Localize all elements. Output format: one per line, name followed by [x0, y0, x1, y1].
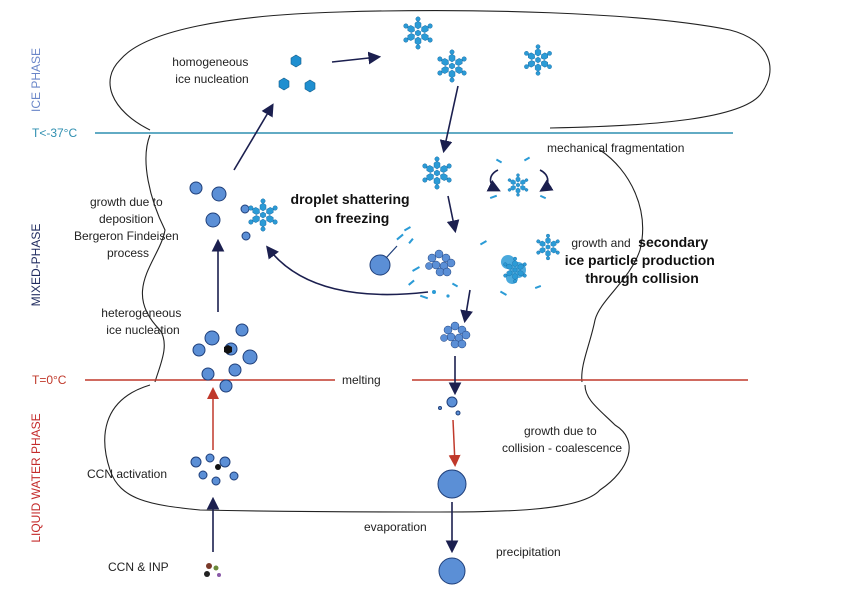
ccn-activation-label: CCN activation [87, 467, 167, 481]
arrow-shattering-back [266, 245, 429, 296]
precipitation-drop [438, 557, 466, 585]
collision-group [479, 234, 561, 296]
hexagon-crystals [278, 54, 316, 93]
graupel-cluster [440, 321, 471, 349]
arrow-crystal-to-cluster [446, 195, 460, 234]
precipitation-label: precipitation [496, 545, 561, 559]
ice-phase-label: ICE PHASE [29, 48, 43, 112]
rimed-cluster [425, 249, 456, 277]
fragmentation-group [486, 156, 554, 200]
mixed-phase-label: MIXED-PHASE [29, 224, 43, 307]
snowflake-icon [402, 17, 433, 49]
raindrop [437, 469, 467, 499]
snowflake-icon [536, 234, 561, 260]
coalescence-label: growth due to collision - coalescence [502, 424, 622, 455]
aerosol-particle-icon [204, 563, 221, 577]
growing-droplets [189, 181, 251, 241]
heterogeneous-nucleation-label: heterogeneous ice nucleation [101, 306, 184, 337]
melting-label: melting [342, 373, 381, 387]
freezing-droplet [369, 226, 414, 276]
mixed-cloud-outline-right [581, 149, 644, 383]
activated-droplets [190, 453, 239, 486]
ccn-inp-label: CCN & INP [108, 560, 169, 574]
evaporation-label: evaporation [364, 520, 427, 534]
arrow-droplets-to-homogeneous [233, 103, 274, 171]
droplet-shattering-label: droplet shattering on freezing [291, 191, 414, 226]
mixed-cloud-outline [141, 134, 166, 383]
zero-level-label: T=0°C [32, 373, 67, 387]
arrow-cluster-down [460, 289, 473, 324]
snowflake-icon [436, 50, 467, 82]
snowflake-icon [507, 174, 529, 197]
melted-droplets [438, 396, 461, 416]
homogeneous-nucleation-label: homogeneous ice nucleation [172, 55, 251, 86]
ice-cloud-outline [109, 10, 771, 131]
cold-level-label: T<-37°C [32, 126, 77, 140]
ice-splinters [408, 266, 459, 300]
snowflake-icon [421, 157, 452, 189]
liquid-phase-label: LIQUID WATER PHASE [29, 413, 43, 542]
snowflake-icon [247, 199, 278, 231]
liquid-cloud-outline [104, 384, 630, 513]
arrow-crystals-down [439, 85, 459, 154]
arrow-homogeneous-to-crystals [331, 51, 382, 65]
snowflake-icon [523, 45, 553, 76]
secondary-production-label: growth and secondary ice particle produc… [565, 234, 720, 286]
arrow-melted-to-raindrop [448, 419, 461, 467]
deposition-label: growth due to deposition Bergeron Findei… [74, 195, 182, 260]
heterogeneous-droplets [192, 323, 258, 393]
mechanical-fragmentation-label: mechanical fragmentation [547, 141, 684, 155]
